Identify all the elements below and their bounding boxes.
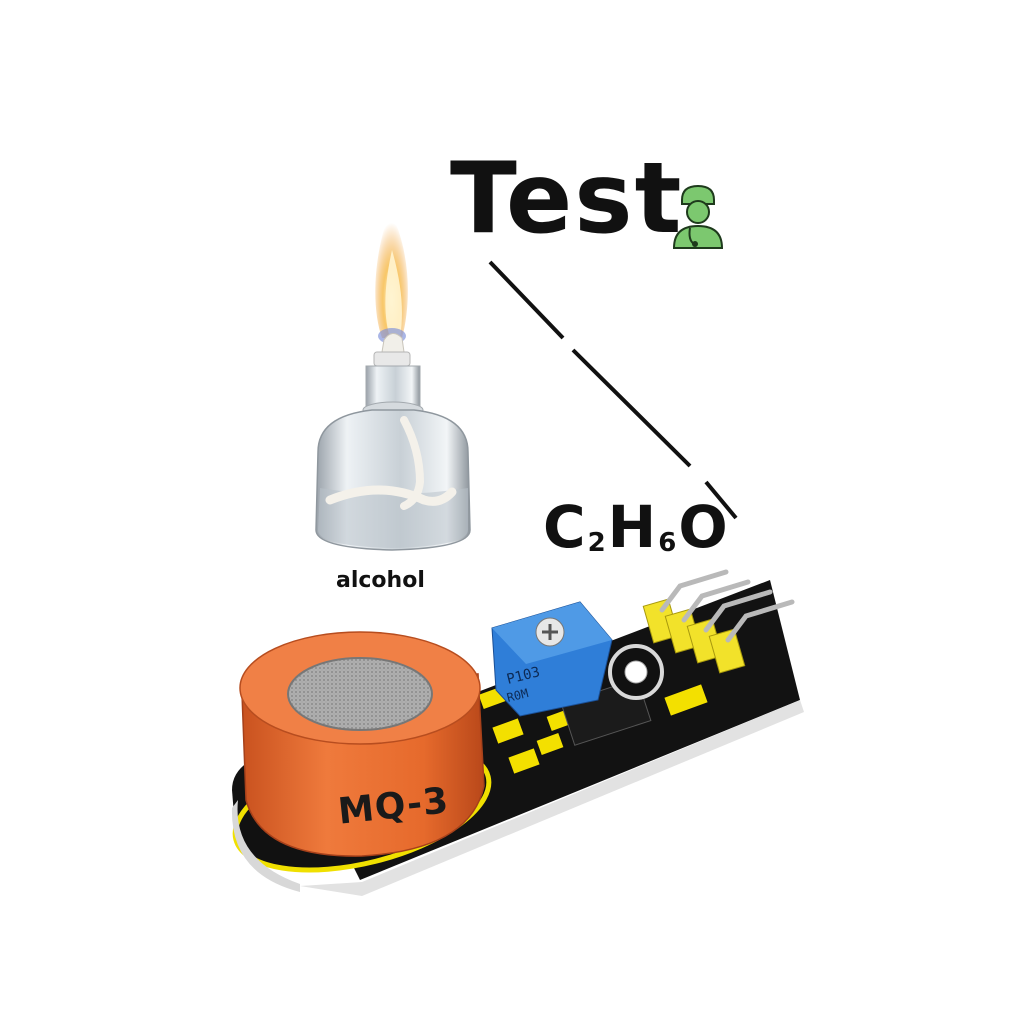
mq3-sensor-module: P103 R0M xyxy=(231,569,804,896)
connector-line xyxy=(488,260,738,520)
alcohol-label: alcohol xyxy=(336,568,425,593)
flame xyxy=(375,210,408,344)
potentiometer: P103 R0M xyxy=(491,601,613,717)
gas-sensor-cap xyxy=(239,631,485,857)
mount-hole xyxy=(608,644,664,700)
lamp-collar xyxy=(362,351,424,419)
chemical-formula: C2H6O xyxy=(543,498,728,556)
doctor-icon xyxy=(672,184,724,249)
pin-headers xyxy=(642,569,795,674)
alcohol-lamp xyxy=(315,210,471,551)
formula-oxygen: O xyxy=(678,493,728,561)
lamp-glass-body xyxy=(315,409,471,551)
formula-hydrogen-subscript: 6 xyxy=(658,528,677,558)
pot-code-2: R0M xyxy=(505,686,529,705)
test-heading: Test xyxy=(450,142,684,256)
wick xyxy=(381,333,405,353)
formula-carbon: C xyxy=(543,493,586,561)
formula-carbon-subscript: 2 xyxy=(587,528,606,558)
formula-hydrogen: H xyxy=(607,493,657,561)
pot-code-1: P103 xyxy=(505,664,542,688)
